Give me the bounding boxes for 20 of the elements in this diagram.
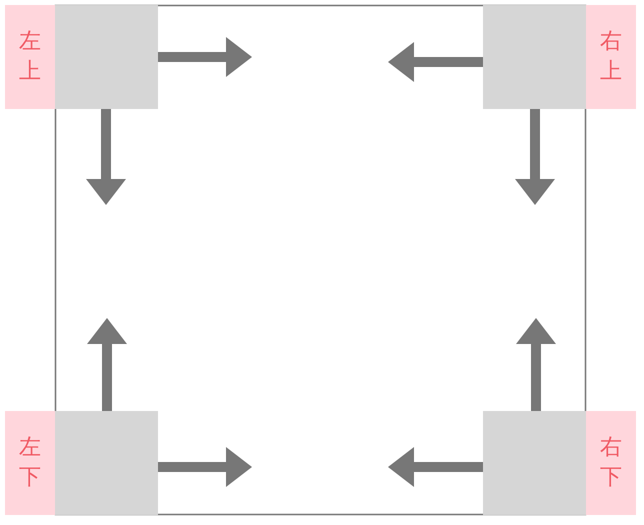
arrow [515,109,555,205]
label-tag [5,411,55,515]
square-block [483,411,586,515]
corner-label: 右上 [599,28,623,86]
label-tag [5,5,55,109]
arrow [158,447,252,487]
label-tag [586,411,636,515]
arrow [388,447,483,487]
label-tag [586,5,636,109]
square-block [55,5,158,109]
arrow [516,318,556,411]
corner-label: 左下 [18,434,42,492]
square-block [55,411,158,515]
arrow [86,109,126,205]
arrow [388,42,483,82]
arrow [158,37,252,77]
square-block [483,5,586,109]
corner-label: 右下 [599,434,623,492]
corner-label: 左上 [18,28,42,86]
arrow [87,318,127,411]
